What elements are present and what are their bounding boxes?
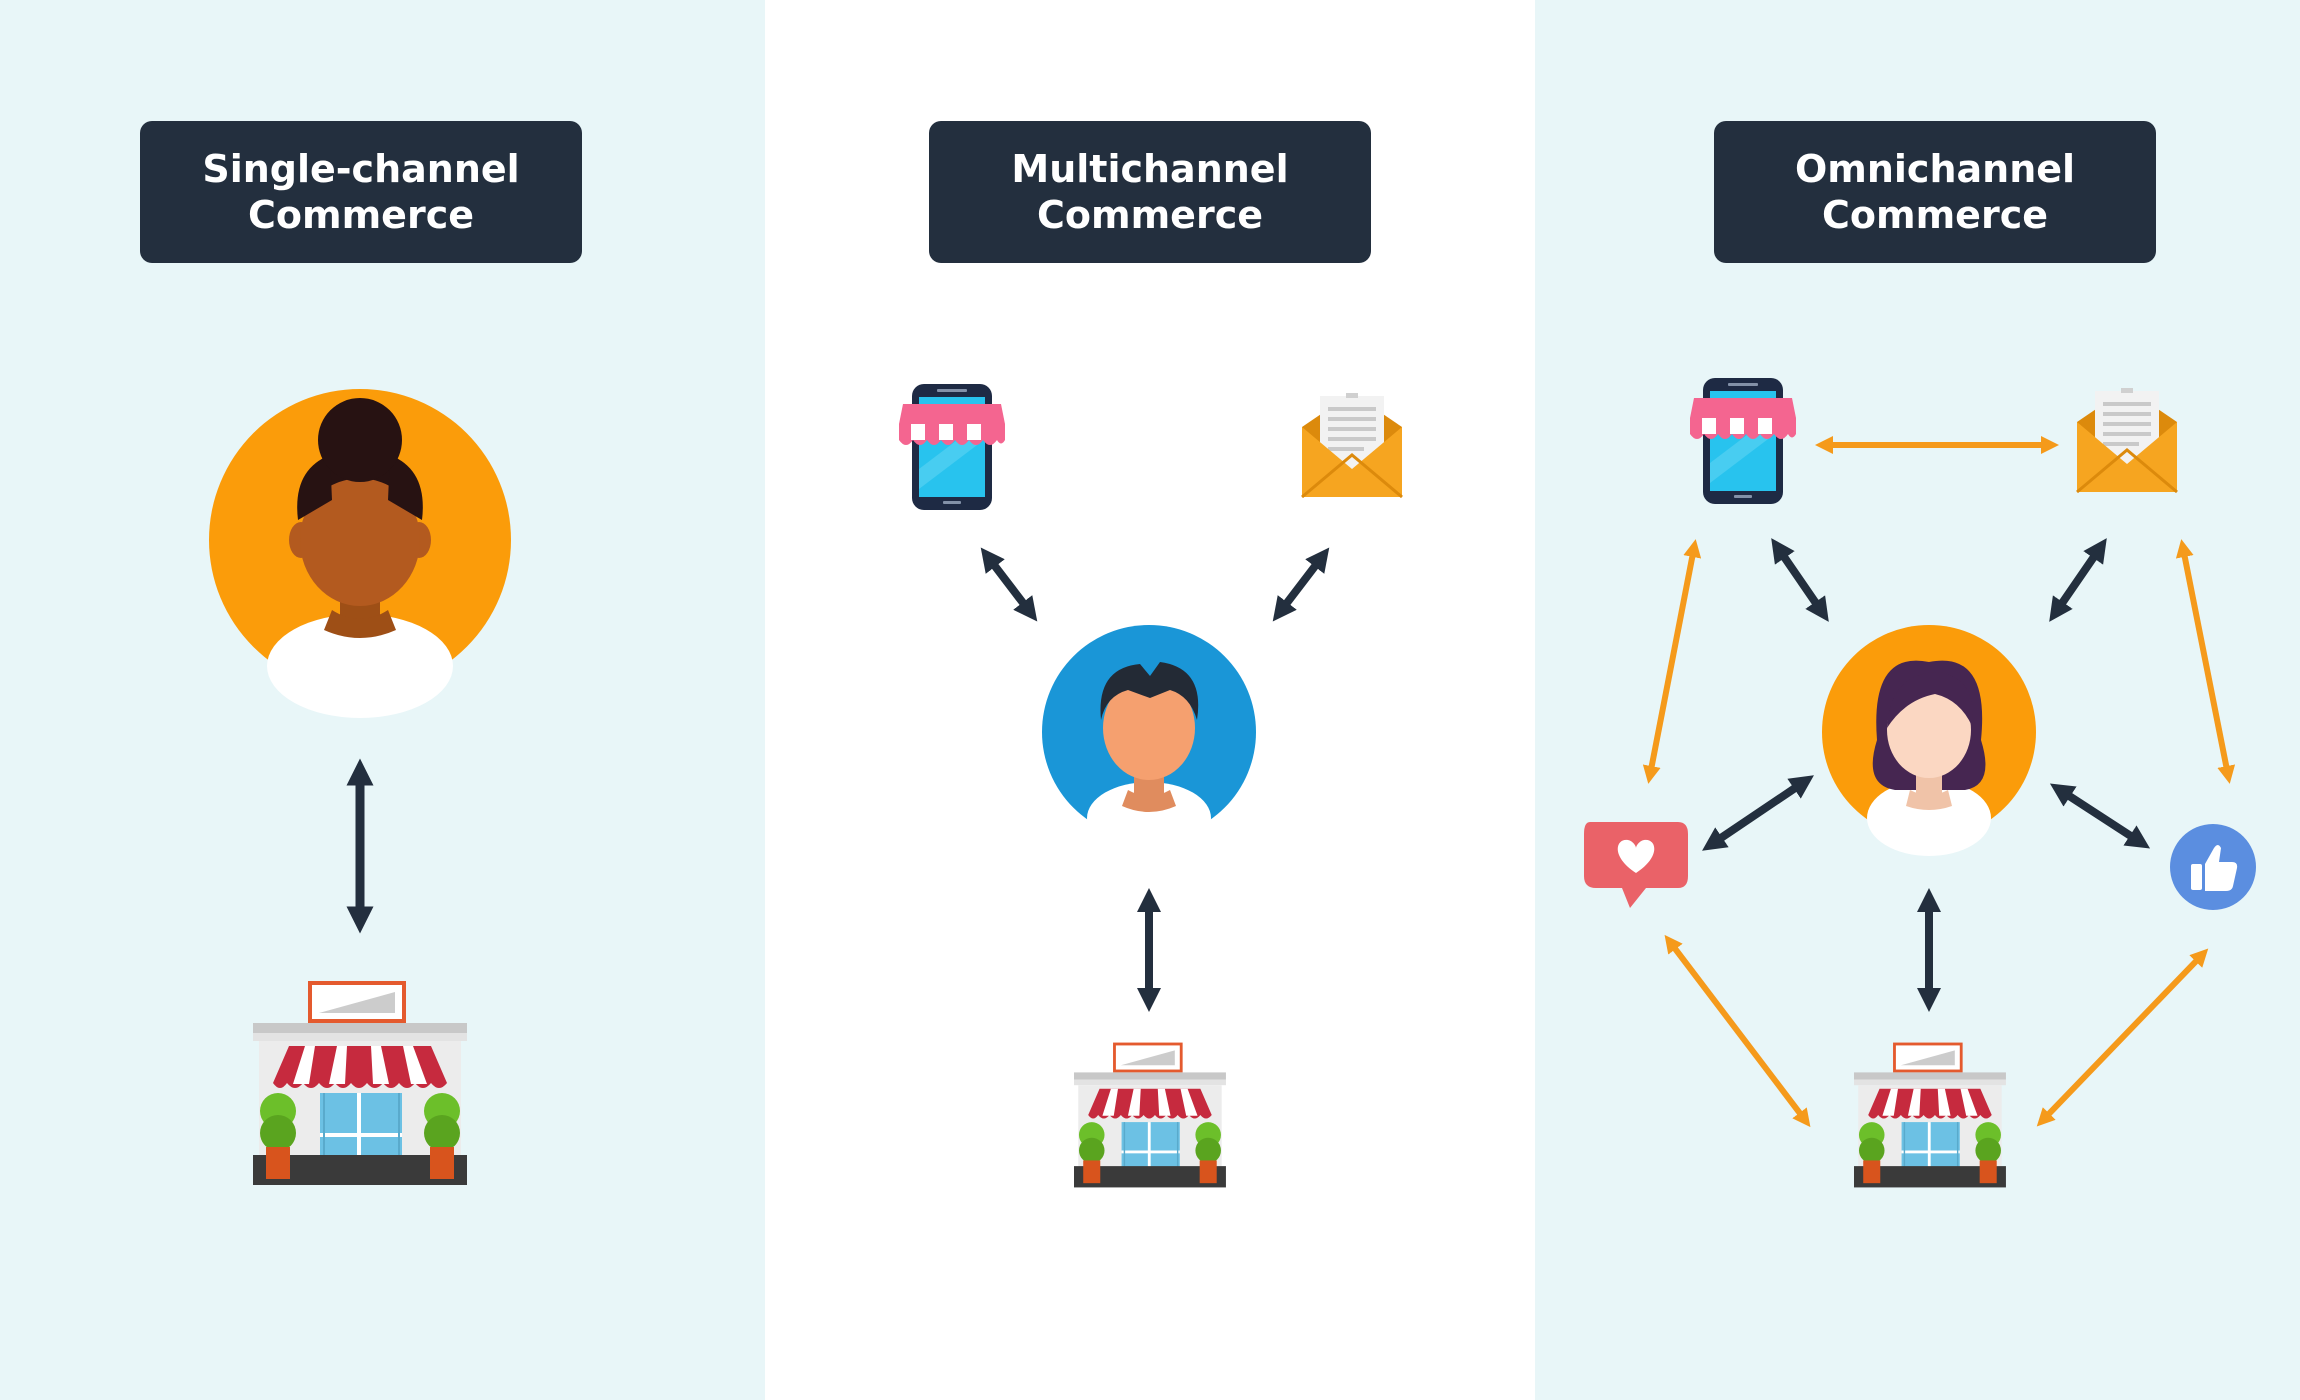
multichannel-email-icon (1300, 391, 1404, 499)
title-omnichannel-line2: Commerce (1822, 193, 2048, 237)
omnichannel-arrow-email-thumb (2175, 539, 2236, 784)
single-channel-store-icon (251, 981, 469, 1187)
title-single-channel-line2: Commerce (248, 193, 474, 237)
omnichannel-arrow-thumb-store (2036, 948, 2209, 1127)
multichannel-arrow-email (1272, 547, 1330, 622)
omnichannel-arrow-heart-store (1664, 934, 1811, 1128)
omnichannel-store-icon (1852, 1042, 2008, 1189)
title-omnichannel-line1: Omnichannel (1794, 147, 2076, 191)
single-channel-customer-avatar (209, 389, 511, 718)
omnichannel-mobile-shop-icon (1690, 378, 1796, 504)
omnichannel-thumbs-up-icon (2170, 824, 2256, 910)
multichannel-store-icon (1072, 1042, 1228, 1189)
multichannel-arrow-mobile (980, 547, 1038, 622)
omnichannel-arrow-customer-heart (1702, 775, 1814, 851)
omnichannel-arrow-mobile-heart (1642, 539, 1702, 784)
omnichannel-email-icon (2075, 386, 2179, 494)
title-omnichannel: Omnichannel Commerce (1714, 121, 2156, 263)
title-multichannel-line2: Commerce (1037, 193, 1263, 237)
omnichannel-customer-avatar (1822, 625, 2036, 856)
omnichannel-heart-notification-icon (1584, 822, 1688, 908)
multichannel-customer-avatar (1042, 625, 1256, 854)
omnichannel-arrow-customer-email (2049, 538, 2107, 622)
title-single-channel: Single-channel Commerce (140, 121, 582, 263)
title-multichannel-line1: Multichannel (1011, 147, 1289, 191)
multichannel-mobile-shop-icon (899, 384, 1005, 510)
omnichannel-arrow-customer-thumb (2049, 783, 2151, 849)
title-single-channel-line1: Single-channel (202, 147, 520, 191)
title-multichannel: Multichannel Commerce (929, 121, 1371, 263)
omnichannel-arrow-customer-mobile (1771, 538, 1829, 622)
